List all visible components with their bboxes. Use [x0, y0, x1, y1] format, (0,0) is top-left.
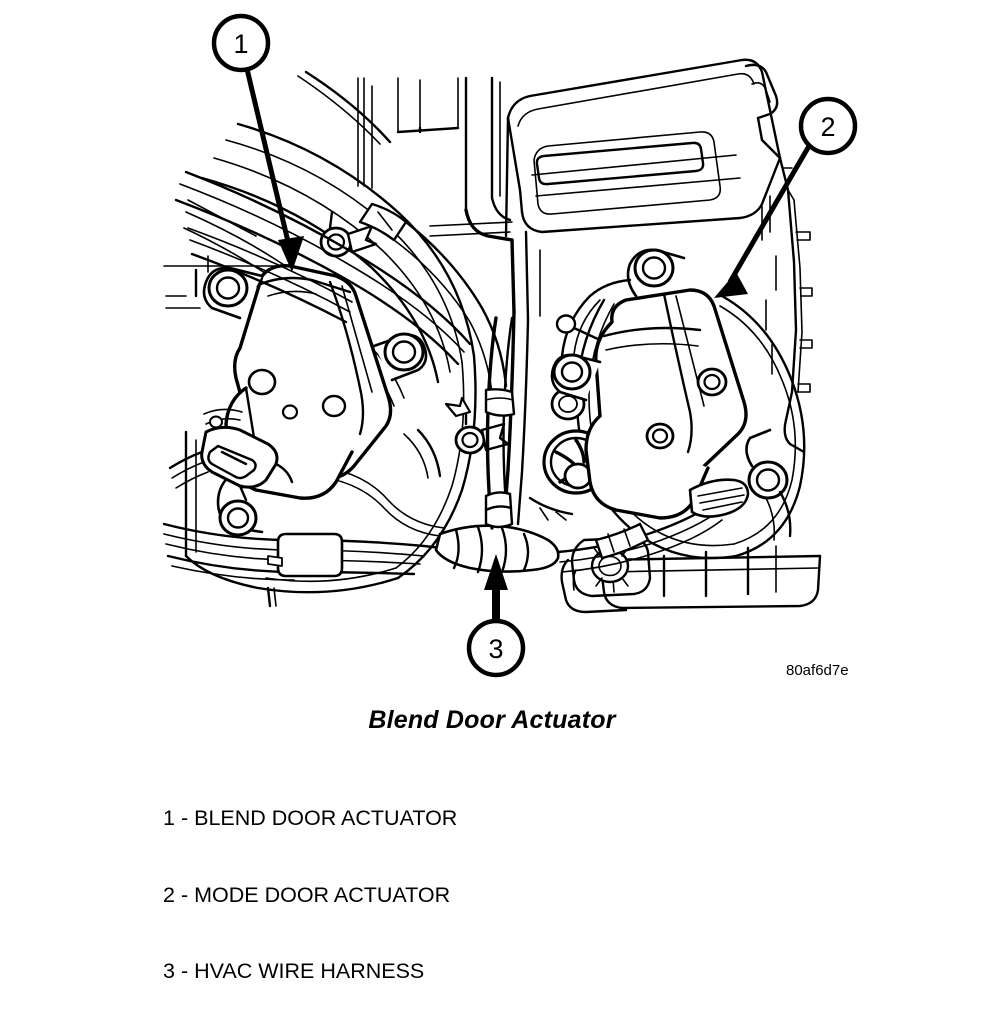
blend-door-actuator-line-drawing: 1 2 3	[162, 13, 858, 678]
callout-1-arrowhead	[278, 236, 304, 272]
figure-legend: 1 - BLEND DOOR ACTUATOR 2 - MODE DOOR AC…	[163, 755, 457, 1036]
legend-item-3-number: 3	[163, 959, 175, 983]
legend-item-1-separator: -	[180, 806, 189, 830]
upper-housing-cover	[506, 58, 782, 234]
winged-fastener-lower-center	[444, 396, 510, 455]
mode-actuator-connector	[688, 478, 750, 518]
foreground-edges	[163, 255, 293, 309]
figure-caption: Blend Door Actuator	[368, 706, 616, 734]
figure-root: 1 2 3 80af6d7e Blend Door Actuator 1 - B…	[162, 13, 858, 983]
callout-1-leader	[244, 68, 293, 251]
callout-3-bubble[interactable]	[466, 618, 526, 678]
callout-2-arrowhead	[714, 272, 748, 298]
upper-cable-bundles	[174, 70, 516, 417]
housing-center-bottom-detail	[528, 496, 574, 521]
housing-center-wall	[429, 116, 530, 322]
blend-actuator-connector	[168, 408, 294, 502]
legend-item-3-label: HVAC WIRE HARNESS	[194, 959, 425, 983]
legend-item-2: 2 - MODE DOOR ACTUATOR	[163, 883, 457, 909]
callout-3-arrowhead	[484, 554, 508, 590]
housing-bottom-flange	[560, 545, 822, 614]
legend-item-2-label: MODE DOOR ACTUATOR	[194, 882, 451, 907]
legend-item-1-number: 1	[163, 806, 175, 830]
legend-item-2-separator: -	[180, 882, 189, 907]
legend-item-2-number: 2	[163, 882, 175, 907]
legend-item-3-separator: -	[180, 959, 189, 983]
callout-2-leader	[727, 144, 812, 284]
callout-1-bubble[interactable]	[211, 13, 271, 73]
housing-mid-divider	[502, 249, 541, 526]
blend-door-actuator	[202, 210, 510, 537]
mode-door-actuator	[550, 248, 792, 541]
callout-3[interactable]: 3	[466, 554, 526, 678]
housing-right-wall	[761, 156, 813, 454]
callout-2[interactable]: 2	[714, 96, 858, 298]
housing-structural-posts	[357, 76, 501, 212]
callout-1[interactable]: 1	[211, 13, 304, 272]
legend-item-3: 3 - HVAC WIRE HARNESS	[163, 959, 457, 985]
callout-2-number: 2	[820, 112, 835, 142]
legend-item-1-label: BLEND DOOR ACTUATOR	[194, 806, 458, 830]
callout-3-number: 3	[488, 634, 503, 664]
legend-item-1: 1 - BLEND DOOR ACTUATOR	[163, 806, 457, 832]
blower-scroll-left	[183, 122, 476, 384]
callout-2-bubble[interactable]	[798, 96, 858, 156]
figure-code: 80af6d7e	[786, 662, 849, 679]
callout-1-number: 1	[233, 29, 248, 59]
